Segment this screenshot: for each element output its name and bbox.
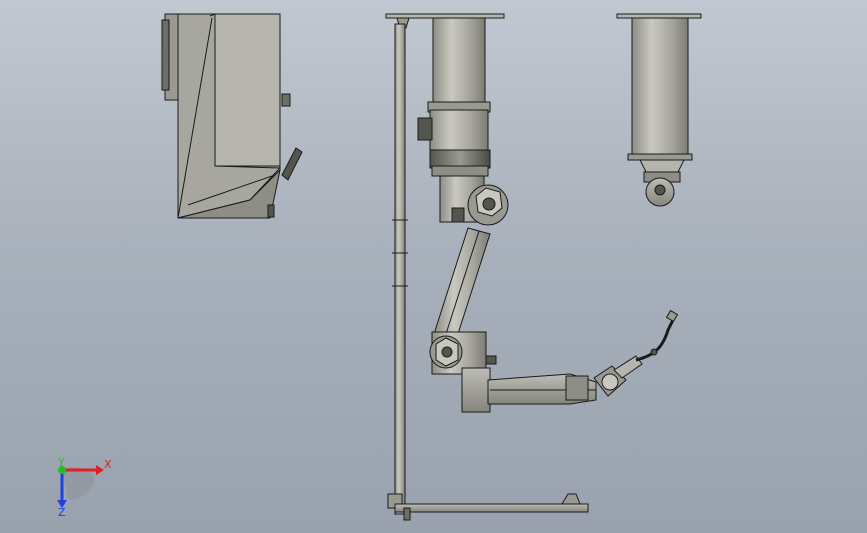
base-rail [394,503,589,513]
triad-icon [57,465,104,508]
top-mount-plate [385,13,505,19]
cabinet-knob [281,93,291,107]
forearm-base [461,367,491,413]
end-view-column [631,17,689,155]
cabinet-side-view[interactable] [161,13,303,219]
shoulder-housing [429,109,489,153]
cabinet-base [177,168,281,219]
y-axis-label: Y [57,456,65,469]
cabinet-latch [281,147,303,181]
z-axis-label: Z [58,506,66,519]
end-view-top-plate [616,13,702,19]
torch-body [613,355,643,379]
cabinet-front-panel [214,13,281,167]
x-axis-label: X [104,458,112,471]
column-end-view[interactable] [616,13,702,207]
torch-neck [635,317,676,362]
arm-column [432,17,486,105]
cabinet-diagonal-edge [177,17,213,219]
support-pole[interactable] [385,13,589,521]
shoulder-motor [417,117,433,141]
robot-arm[interactable] [417,17,679,413]
vertical-pole [394,23,406,515]
cabinet-handle [161,19,170,91]
